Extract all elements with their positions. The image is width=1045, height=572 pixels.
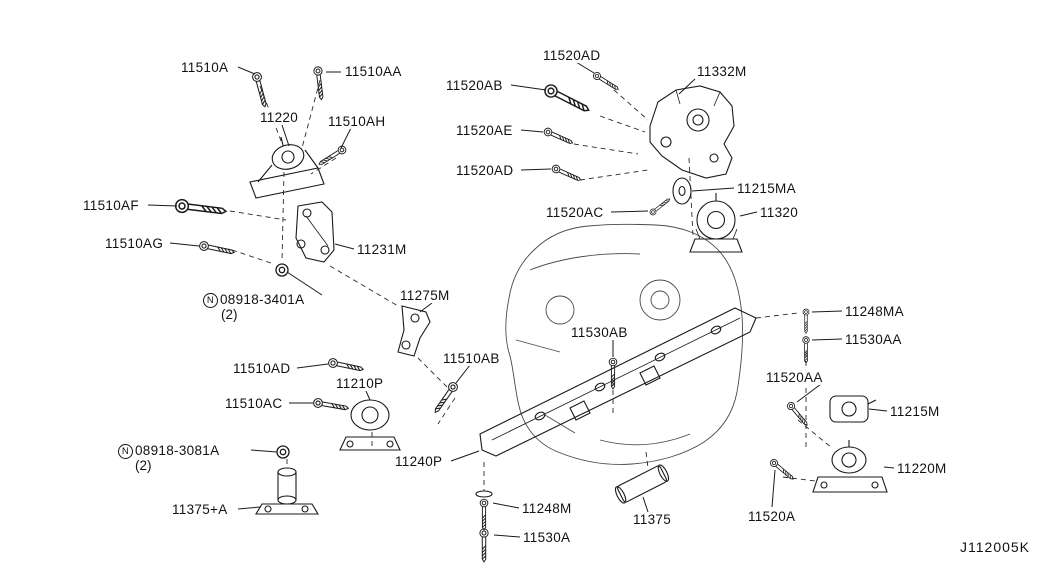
part-label-11332M: 11332M xyxy=(696,64,748,79)
washer-11215MA xyxy=(672,177,692,205)
part-label-11510A: 11510A xyxy=(180,60,230,75)
part-label-11210P: 11210P xyxy=(335,376,385,391)
bolt-icon-11520AD-upper xyxy=(591,70,621,93)
part-label-11375A: 11375+A xyxy=(171,502,229,517)
bolt-icon-11510AD xyxy=(327,357,365,375)
bracket-11275M xyxy=(397,305,431,357)
part-qty-08918-3081A: (2) xyxy=(134,458,153,473)
part-label-11231M: 11231M xyxy=(356,242,408,257)
part-label-11520AD-upper: 11520AD xyxy=(542,48,602,63)
nut-icon-08918-3081A xyxy=(276,445,290,459)
part-label-11275M: 11275M xyxy=(399,288,451,303)
bolt-icon-11530A xyxy=(479,528,489,563)
part-label-11248M: 11248M xyxy=(521,501,573,516)
part-label-11510AA: 11510AA xyxy=(344,64,403,79)
part-label-11215M: 11215M xyxy=(889,404,941,419)
circled-n-icon: N xyxy=(203,293,218,308)
part-label-11520AB: 11520AB xyxy=(445,78,504,93)
part-label-11240P: 11240P xyxy=(394,454,444,469)
part-label-11520AC: 11520AC xyxy=(545,205,605,220)
bolt-icon-11248MA xyxy=(802,308,810,334)
bolt-icon-11520AE xyxy=(542,126,575,147)
bracket-11231M xyxy=(295,201,335,263)
bolt-icon-11510A xyxy=(251,71,270,109)
part-label-11510AC: 11510AC xyxy=(224,396,284,411)
damper-11375 xyxy=(614,464,670,504)
drawing-code: J112005K xyxy=(959,539,1032,555)
bolt-icon-11510AC xyxy=(312,397,350,414)
part-label-11510AB: 11510AB xyxy=(442,351,501,366)
fasteners xyxy=(174,65,811,563)
nut-icon-08918-3401A xyxy=(275,263,289,277)
part-label-11530AB: 11530AB xyxy=(570,325,629,340)
part-label-11248MA: 11248MA xyxy=(844,304,905,319)
part-label-11510AG: 11510AG xyxy=(104,236,165,251)
mount-11320 xyxy=(689,193,743,253)
part-label-11510AF: 11510AF xyxy=(82,198,140,213)
part-label-11215MA: 11215MA xyxy=(736,181,797,196)
mount-11375A xyxy=(255,467,319,515)
mount-11210P xyxy=(339,399,401,451)
bolt-icon-11510AH xyxy=(316,144,348,169)
part-label-11220M: 11220M xyxy=(896,461,948,476)
part-label-11320: 11320 xyxy=(759,205,800,220)
bolt-icon-11248M xyxy=(479,498,489,531)
washer-11248M xyxy=(475,490,493,498)
bolt-icon-11520AA xyxy=(785,400,811,428)
mount-11220M xyxy=(812,440,888,493)
circled-n-icon: N xyxy=(118,444,133,459)
part-qty-08918-3401A: (2) xyxy=(220,307,239,322)
engine-outline xyxy=(505,223,744,465)
bolt-icon-11520AD-lower xyxy=(550,163,583,184)
part-label-11510AH: 11510AH xyxy=(327,114,387,129)
bolt-icon-11520AC xyxy=(648,196,672,217)
part-label-11530A: 11530A xyxy=(522,530,572,545)
part-label-11510AD: 11510AD xyxy=(232,361,292,376)
part-label-11530AA: 11530AA xyxy=(844,332,903,347)
part-label-11520A: 11520A xyxy=(747,509,797,524)
bolt-icon-11510AG xyxy=(198,240,236,258)
leader-lines xyxy=(147,61,895,538)
guide-lines-dashed xyxy=(229,79,833,491)
part-label-11520AA: 11520AA xyxy=(765,370,824,385)
bracket-11332M xyxy=(649,85,735,179)
mount-11215M xyxy=(829,395,877,423)
part-label-11220: 11220 xyxy=(259,110,300,125)
bolt-icon-11520A xyxy=(768,457,796,483)
part-label-11375: 11375 xyxy=(632,512,673,527)
part-label-11520AE: 11520AE xyxy=(455,123,514,138)
part-label-11520AD-lower: 11520AD xyxy=(455,163,515,178)
bolt-icon-11510AF xyxy=(174,198,228,219)
mount-11220 xyxy=(249,136,325,199)
bolt-icon-11530AA xyxy=(802,336,810,364)
bolt-icon-11520AB xyxy=(542,82,593,117)
crossmember-11240P xyxy=(479,307,757,457)
